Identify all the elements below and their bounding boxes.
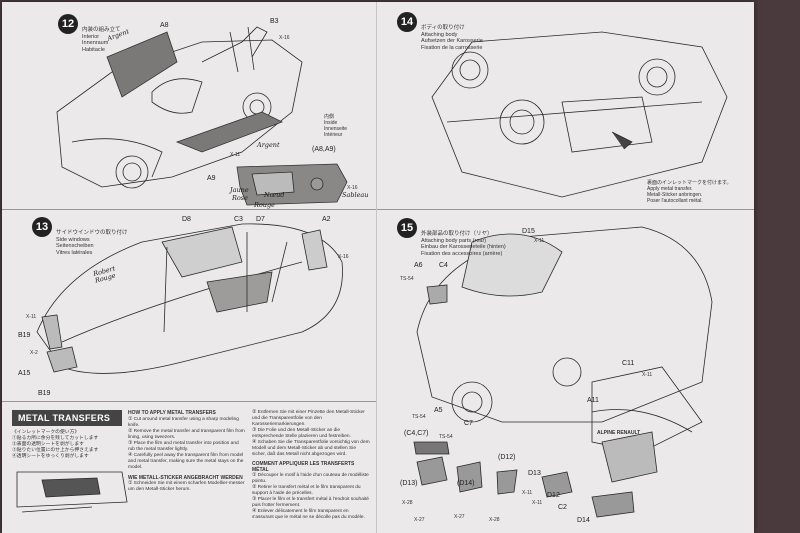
step-number-13: 13 [32, 217, 52, 237]
part-label: B3 [270, 18, 279, 25]
part-label: D12 [547, 492, 560, 499]
alpine-badge: ALPINE RENAULT [597, 430, 641, 436]
part-label: C2 [558, 504, 567, 511]
part-label: X-11 [642, 372, 653, 378]
part-label: X-28 [489, 517, 500, 523]
part-label: C11 [622, 360, 635, 367]
part-label: A6 [414, 262, 423, 269]
part-label: TS-54 [439, 434, 453, 440]
part-label: X-16 [338, 254, 349, 260]
handwritten-note: Nœud [264, 191, 285, 199]
part-label: X-16 [347, 185, 358, 191]
part-label: D8 [182, 216, 191, 223]
part-label: X-11 [532, 500, 543, 506]
part-label: X-2 [30, 350, 38, 356]
handwritten-note: Rose [232, 194, 248, 202]
assembly-illustrations [16, 26, 728, 518]
part-label: D14 [577, 517, 590, 524]
part-label: D15 [522, 228, 535, 235]
metal-transfers-title: METAL TRANSFERS [12, 410, 122, 426]
part-label: C7 [464, 420, 473, 427]
handwritten-note: Sableau [342, 191, 369, 199]
part-label: TS-54 [412, 414, 426, 420]
part-label: B19 [38, 390, 51, 397]
part-label: C4 [439, 262, 448, 269]
panel-step-12 [2, 2, 376, 210]
part-label: X-27 [454, 514, 465, 520]
metal-transfers-de-fr: ② Entfernen Sie mit einer Pinzette den M… [252, 410, 370, 520]
metal-transfers-jp: 《インレットマークの使い方》 ①貼るカ所に余分を残してカットします ②表面の透明… [12, 430, 99, 459]
part-label: (A8,A9) [312, 146, 336, 153]
part-label: X-11 [26, 314, 37, 320]
panel-step-14 [377, 2, 754, 210]
part-label: X-16 [279, 35, 290, 41]
part-label: A9 [207, 175, 216, 182]
part-label: X-28 [402, 500, 413, 506]
part-label: B19 [18, 332, 31, 339]
part-label: A8 [160, 22, 169, 29]
part-label: X-11 [534, 238, 545, 244]
metal-transfers-en: HOW TO APPLY METAL TRANSFERS ① Cut aroun… [128, 410, 245, 492]
part-label: D13 [528, 470, 541, 477]
step-number-15: 15 [397, 218, 417, 238]
part-label: C3 [234, 216, 243, 223]
step-number-12: 12 [58, 14, 78, 34]
part-label: X-11 [230, 152, 241, 158]
step-15-caption: 外装部品の取り付け（リヤ）Attaching body parts (rear)… [421, 231, 506, 257]
handwritten-note: Jaune [230, 186, 249, 194]
part-label: X-11 [522, 490, 533, 496]
part-label: A15 [18, 370, 31, 377]
part-label: A2 [322, 216, 331, 223]
part-label: (D14) [457, 480, 475, 487]
part-label: TS-54 [400, 276, 414, 282]
part-label: D7 [256, 216, 265, 223]
metal-transfer-note: 裏面のインレットマークを付けます。Apply metal transfer.Me… [647, 180, 732, 204]
page-fold [376, 2, 377, 533]
panel-step-13 [2, 210, 376, 402]
handwritten-note: Argent [257, 141, 280, 149]
part-label: (D13) [400, 480, 418, 487]
step-number-14: 14 [397, 12, 417, 32]
part-label: (D12) [498, 454, 516, 461]
part-label: X-27 [414, 517, 425, 523]
part-label: A5 [434, 407, 443, 414]
handwritten-note: Rouge [254, 201, 276, 209]
part-label: A11 [587, 397, 599, 404]
part-label: (C4,C7) [404, 430, 429, 437]
